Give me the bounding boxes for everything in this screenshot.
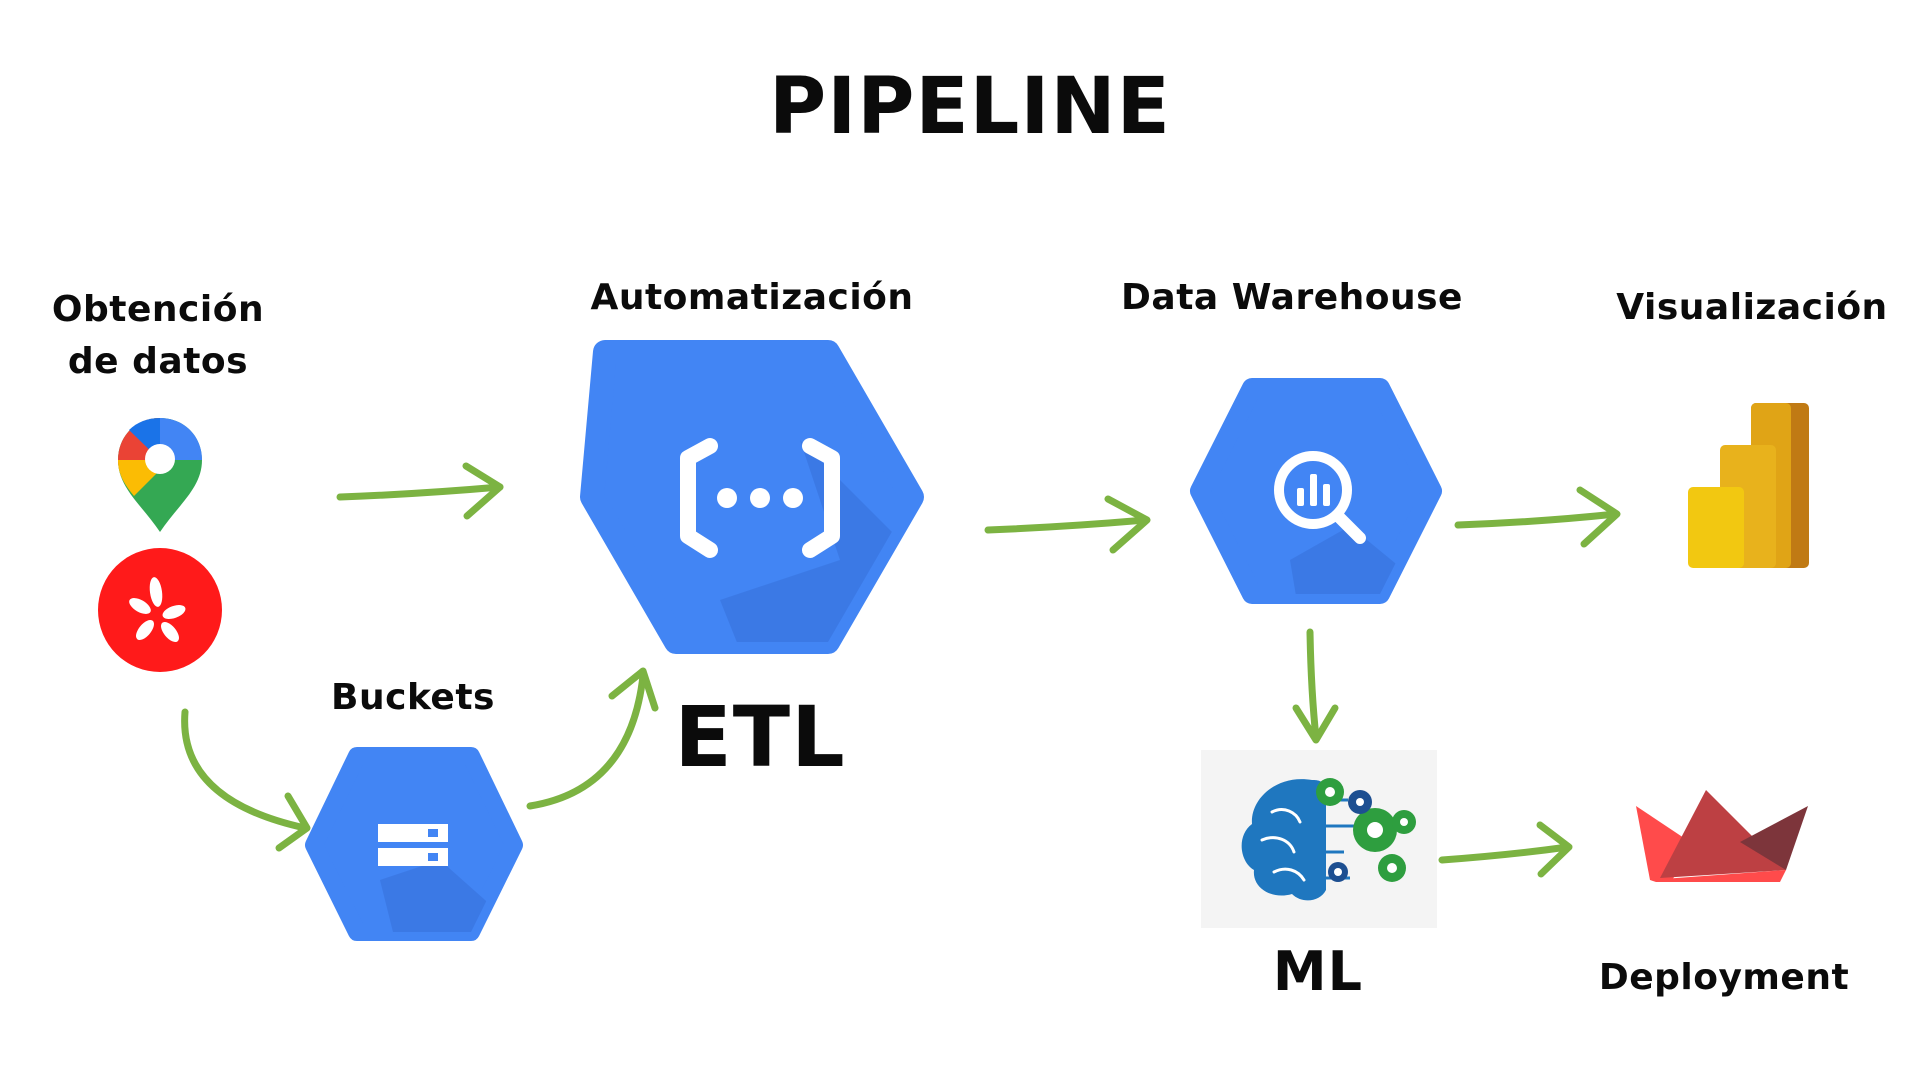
stage-label-visualizacion: Visualización	[1616, 287, 1888, 328]
streamlit-icon	[1636, 790, 1808, 882]
stage-label-automatizacion: Automatización	[590, 277, 914, 318]
google-maps-icon	[118, 418, 202, 532]
page-title: PIPELINE	[769, 62, 1171, 152]
cloud-functions-icon	[580, 340, 924, 654]
arrow-warehouse-to-visualizacion	[1454, 486, 1621, 548]
stage-label-buckets: Buckets	[331, 677, 495, 718]
ml-brain-icon	[1241, 778, 1416, 901]
cloud-storage-icon	[305, 747, 523, 941]
stage-label-ml: ML	[1272, 940, 1364, 1003]
arrow-sources-to-etl	[336, 462, 504, 520]
stage-label-data-warehouse: Data Warehouse	[1121, 277, 1463, 318]
arrow-buckets-to-etl	[526, 667, 659, 810]
power-bi-icon	[1688, 403, 1809, 568]
arrow-ml-to-deployment	[1438, 821, 1573, 878]
yelp-icon	[98, 548, 222, 672]
stage-label-deployment: Deployment	[1598, 957, 1850, 998]
bigquery-icon	[1190, 378, 1442, 604]
stage-label-obtencion-line2: de datos	[67, 341, 249, 382]
stage-label-obtencion: Obtención de datos	[52, 284, 264, 388]
stage-label-etl: ETL	[674, 688, 846, 786]
arrow-sources-to-buckets	[181, 708, 311, 852]
arrow-warehouse-to-ml	[1292, 628, 1339, 744]
arrow-etl-to-warehouse	[984, 495, 1151, 554]
stage-label-obtencion-line1: Obtención	[51, 289, 265, 330]
